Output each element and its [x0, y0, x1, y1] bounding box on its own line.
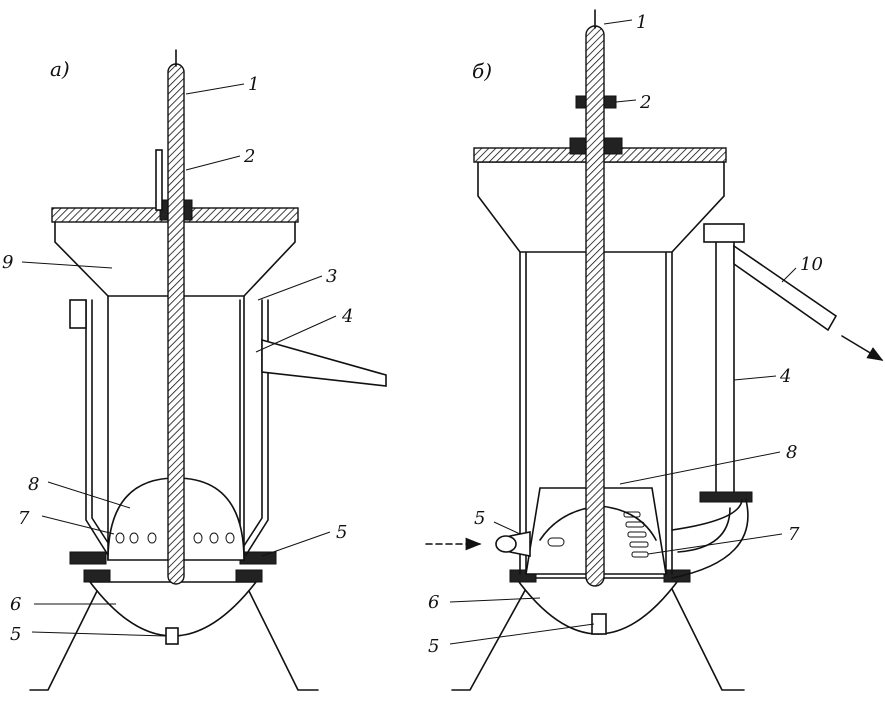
callout-a-4: 4 [341, 306, 353, 327]
side-tube-b [715, 239, 735, 499]
callout-b-10: 10 [800, 254, 823, 275]
callout-a-9: 9 [2, 252, 13, 273]
overflow-pipe-b [733, 244, 838, 332]
panel-b: б) [425, 9, 884, 691]
bottom-outlet-a [165, 627, 179, 645]
left-lug-a [69, 299, 87, 329]
callouts-a: 1 2 3 4 5 5 6 7 8 9 [2, 74, 353, 645]
callout-a-2: 2 [243, 146, 255, 167]
panel-b-label: б) [472, 59, 492, 83]
spout-a [261, 338, 387, 387]
elbow-outer2-b [671, 499, 749, 579]
gland-sleeve-a [155, 149, 163, 211]
inlet-cap-b [495, 535, 517, 553]
callout-a-5-right: 5 [336, 522, 347, 543]
leg-right-a [245, 584, 319, 691]
leg-left-a [29, 584, 101, 691]
jacket-left-inner-a [91, 299, 115, 553]
callout-b-7: 7 [788, 524, 800, 545]
leg-left-b [451, 584, 529, 691]
holes-row-a [115, 532, 235, 544]
callout-b-1: 1 [636, 12, 647, 33]
side-flange-b [699, 491, 753, 503]
callout-b-5-bottom: 5 [428, 636, 439, 657]
callout-a-7: 7 [18, 508, 30, 529]
callout-b-4: 4 [779, 366, 791, 387]
jacket-left-outer-a [85, 299, 109, 556]
flange-left-lower-a [83, 569, 111, 583]
elbow-inner-b [677, 507, 731, 553]
side-tube-top-b [703, 223, 745, 243]
callout-b-8: 8 [786, 442, 797, 463]
electrode-rod-a [167, 63, 185, 585]
callout-a-8: 8 [28, 474, 39, 495]
flange-right-b [663, 569, 691, 583]
outlet-arrow-b [841, 335, 884, 361]
panel-a-label: а) [50, 57, 70, 81]
flange-right-lower-a [235, 569, 263, 583]
elbow-outer-b [671, 499, 743, 531]
panel-a: а) [29, 49, 387, 691]
flange-left-upper-a [69, 551, 107, 565]
callout-b-5-left: 5 [474, 508, 485, 529]
callout-a-1: 1 [248, 74, 259, 95]
callout-a-5-bottom: 5 [10, 624, 21, 645]
leg-right-b [669, 584, 745, 691]
flange-right-upper-a [239, 551, 277, 565]
callouts-b: 1 2 4 5 5 6 7 8 10 [428, 12, 823, 657]
jacket-right-outer-a [245, 299, 269, 556]
callout-b-6: 6 [428, 592, 439, 613]
callout-b-2: 2 [639, 92, 651, 113]
callout-a-3: 3 [326, 266, 337, 287]
callout-a-6: 6 [10, 594, 21, 615]
electrode-rod-b [585, 25, 605, 587]
slots-b [547, 511, 649, 558]
bottom-outlet-b [591, 613, 607, 635]
